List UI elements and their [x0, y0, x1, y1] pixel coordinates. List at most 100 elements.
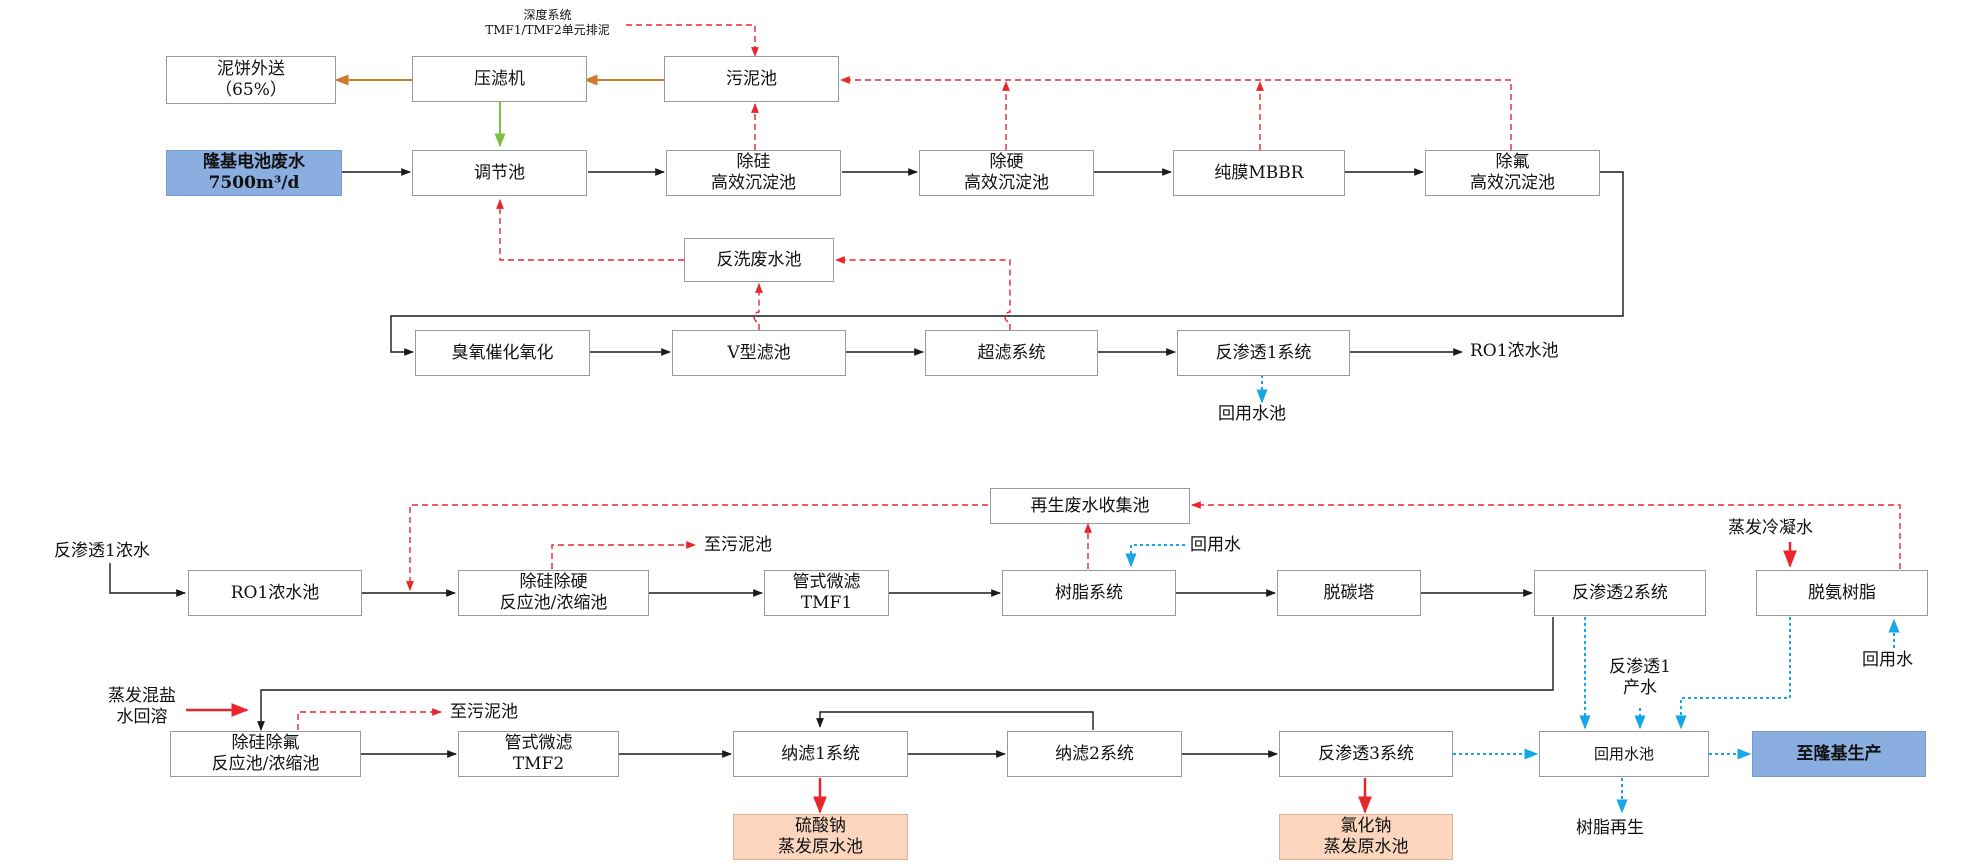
arrow-deammonia-to-regen [1191, 501, 1901, 569]
arrow-deep-note-to-sludge [626, 24, 759, 57]
evap-condensate-label: 蒸发冷凝水 [1728, 518, 1813, 538]
sludge-cake-box: 泥饼外送 （65%） [166, 56, 336, 104]
v-filter-box: V型滤池 [672, 330, 846, 376]
sludge-cake-line-1: 泥饼外送 [217, 59, 285, 79]
ro1-conc-tank-label: RO1浓水池 [230, 582, 320, 603]
reuse-water-in-2-label: 回用水 [1862, 650, 1913, 670]
si-hard-reactor-box: 除硅除硬 反应池/浓缩池 [458, 570, 649, 616]
ro2-system-box: 反渗透2系统 [1534, 570, 1706, 616]
arrow-vfilter-backwash-up [753, 283, 763, 330]
si-f-reactor-line-1: 除硅除氟 [231, 733, 300, 753]
arrow-deammonia-to-reuse-tank [1675, 617, 1791, 730]
si-f-reactor-line-2: 反应池/浓缩池 [211, 754, 320, 774]
ro1-system-box: 反渗透1系统 [1177, 330, 1350, 376]
hardness-removal-line-2: 高效沉淀池 [964, 173, 1049, 193]
ro1-permeate-line-2: 产水 [1623, 678, 1657, 698]
arrow-f-to-ozone [390, 171, 1624, 356]
si-hard-reactor-line-2: 反应池/浓缩池 [499, 593, 608, 613]
arrow-reuse-to-resin [1125, 544, 1185, 568]
nf1-system-label: 纳滤1系统 [781, 743, 860, 764]
arrow-regen-to-sihard [406, 504, 988, 591]
arrow-sif-to-sludge [297, 708, 442, 730]
deammonia-resin-label: 脱氨树脂 [1808, 582, 1876, 603]
silica-removal-line-2: 高效沉淀池 [711, 173, 796, 193]
ro1-concentrate-tank-label: RO1浓水池 [1470, 341, 1559, 361]
arrow-uf-backwash-to-tank [835, 256, 1011, 330]
sludge-tank-box: 污泥池 [664, 56, 839, 102]
v-filter-label: V型滤池 [727, 342, 791, 363]
tmf1-line-2: TMF1 [800, 593, 853, 613]
decarbonation-tower-label: 脱碳塔 [1323, 582, 1375, 603]
decarbonation-tower-box: 脱碳塔 [1277, 570, 1421, 616]
silica-removal-line-1: 除硅 [736, 152, 771, 172]
nf2-system-label: 纳滤2系统 [1055, 743, 1134, 764]
equalization-tank-label: 调节池 [474, 162, 525, 183]
reuse-water-tank-label: 回用水池 [1218, 404, 1286, 424]
ro3-system-label: 反渗透3系统 [1318, 743, 1414, 764]
hardness-removal-clarifier-box: 除硬 高效沉淀池 [919, 150, 1094, 196]
hardness-removal-line-1: 除硬 [989, 152, 1024, 172]
equalization-tank-box: 调节池 [412, 150, 587, 196]
evap-salt-return-line-1: 蒸发混盐 [108, 686, 176, 706]
tmf2-box: 管式微滤 TMF2 [458, 731, 619, 777]
nf2-system-box: 纳滤2系统 [1007, 731, 1182, 777]
si-f-reactor-box: 除硅除氟 反应池/浓缩池 [170, 731, 361, 777]
filter-press-label: 压滤机 [474, 68, 525, 89]
to-longi-production-box: 至隆基生产 [1752, 731, 1926, 777]
to-sludge-tank-1-label: 至污泥池 [704, 535, 772, 555]
sodium-chloride-line-1: 氯化钠 [1340, 816, 1392, 836]
reuse-tank-label: 回用水池 [1593, 744, 1654, 763]
ro3-system-box: 反渗透3系统 [1279, 731, 1453, 777]
ro1-conc-tank-box: RO1浓水池 [188, 570, 362, 616]
tmf1-box: 管式微滤 TMF1 [764, 570, 889, 616]
ultrafiltration-box: 超滤系统 [925, 330, 1098, 376]
backwash-tank-box: 反洗废水池 [684, 238, 834, 282]
ro1-concentrate-in-label: 反渗透1浓水 [54, 541, 150, 561]
sludge-cake-line-2: （65%） [215, 80, 287, 100]
ro2-system-label: 反渗透2系统 [1572, 582, 1668, 603]
resin-system-label: 树脂系统 [1055, 582, 1123, 603]
arrow-ro2-to-sif [257, 617, 1554, 731]
ro1-permeate-label: 反渗透1 产水 [1592, 657, 1688, 699]
sodium-chloride-tank-box: 氯化钠 蒸发原水池 [1279, 814, 1453, 860]
arrow-ro1-conc-in [109, 563, 186, 597]
arrow-nf2-to-nf1-recycle [816, 711, 1094, 730]
sodium-sulfate-tank-box: 硫酸钠 蒸发原水池 [733, 814, 908, 860]
to-longi-production-label: 至隆基生产 [1796, 743, 1882, 764]
membrane-mbbr-label: 纯膜MBBR [1214, 162, 1304, 183]
wastewater-source-line-1: 隆基电池废水 [203, 152, 305, 172]
ro1-system-label: 反渗透1系统 [1215, 342, 1312, 363]
deep-system-note-line-2: TMF1/TMF2单元排泥 [485, 23, 610, 37]
wastewater-source-line-2: 7500m³/d [208, 173, 300, 193]
evap-salt-return-label: 蒸发混盐 水回溶 [98, 686, 186, 728]
membrane-mbbr-box: 纯膜MBBR [1173, 150, 1345, 196]
sodium-sulfate-line-1: 硫酸钠 [795, 816, 846, 836]
resin-system-box: 树脂系统 [1002, 570, 1176, 616]
sodium-sulfate-line-2: 蒸发原水池 [778, 837, 863, 857]
fluoride-removal-line-1: 除氟 [1495, 152, 1530, 172]
regen-collection-tank-label: 再生废水收集池 [1030, 495, 1150, 516]
deep-system-note: 深度系统 TMF1/TMF2单元排泥 [470, 8, 625, 38]
reuse-water-in-label: 回用水 [1190, 535, 1241, 555]
evap-salt-return-line-2: 水回溶 [116, 707, 168, 727]
wastewater-source-box: 隆基电池废水 7500m³/d [166, 150, 342, 196]
fluoride-removal-line-2: 高效沉淀池 [1470, 173, 1555, 193]
fluoride-removal-clarifier-box: 除氟 高效沉淀池 [1425, 150, 1600, 196]
arrow-f-sludge-to-sludge-tank [840, 76, 1512, 150]
deammonia-resin-box: 脱氨树脂 [1756, 570, 1928, 616]
tmf2-line-2: TMF2 [512, 754, 565, 774]
sodium-chloride-line-2: 蒸发原水池 [1323, 837, 1409, 857]
tmf2-line-1: 管式微滤 [504, 733, 573, 753]
ozone-oxidation-label: 臭氧催化氧化 [451, 342, 554, 363]
reuse-tank-box: 回用水池 [1539, 731, 1709, 777]
filter-press-box: 压滤机 [412, 56, 587, 102]
nf1-system-box: 纳滤1系统 [733, 731, 908, 777]
si-hard-reactor-line-1: 除硅除硬 [519, 572, 588, 592]
ro1-permeate-line-1: 反渗透1 [1609, 657, 1671, 677]
silica-removal-clarifier-box: 除硅 高效沉淀池 [666, 150, 841, 196]
arrow-backwash-to-equalization [496, 199, 684, 261]
tmf1-line-1: 管式微滤 [792, 572, 861, 592]
resin-regeneration-label: 树脂再生 [1576, 818, 1644, 838]
